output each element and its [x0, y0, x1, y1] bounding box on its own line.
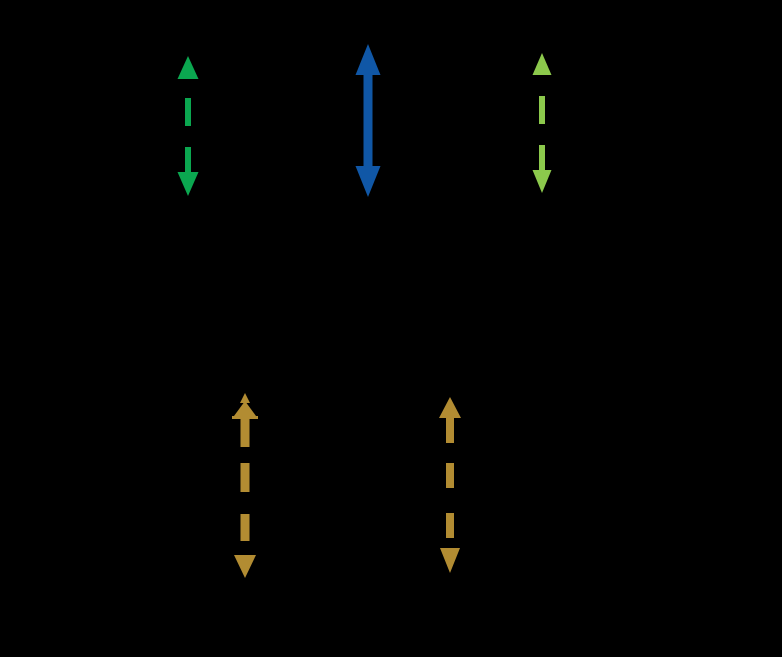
double-arrow-green-dashed [177, 56, 199, 196]
double-arrow-lightgreen-dashed [532, 53, 552, 193]
double-arrow-tan-dashed-left-polygon [240, 393, 250, 403]
double-arrow-tan-dashed-left-polygon [234, 555, 256, 578]
double-arrow-tan-dashed-right-polygon [439, 397, 461, 418]
double-arrow-lightgreen-dashed-polygon [532, 170, 552, 193]
double-arrow-blue-solid-polygon [355, 44, 381, 75]
double-arrow-blue-solid-polygon [355, 166, 381, 197]
double-arrow-tan-dashed-right-rect [446, 463, 454, 488]
double-arrow-blue-solid [355, 44, 381, 197]
double-arrow-lightgreen-dashed-rect [539, 145, 545, 170]
double-arrow-green-dashed-rect [185, 147, 191, 172]
double-arrow-tan-dashed-left-rect [240, 463, 250, 492]
double-arrow-lightgreen-dashed-rect [539, 96, 545, 124]
double-arrow-tan-dashed-right-polygon [440, 548, 460, 573]
double-arrow-tan-dashed-right [439, 397, 461, 573]
double-arrow-green-dashed-rect [185, 98, 191, 126]
double-arrow-tan-dashed-left [232, 393, 258, 578]
double-arrow-tan-dashed-left-rect [240, 419, 250, 447]
double-arrow-tan-dashed-right-rect [446, 513, 454, 538]
double-arrow-blue-solid-rect [363, 74, 373, 167]
double-arrow-green-dashed-polygon [177, 56, 199, 79]
double-arrow-tan-dashed-left-rect [232, 416, 258, 419]
double-arrow-tan-dashed-right-rect [446, 417, 454, 443]
double-arrow-tan-dashed-left-polygon [234, 401, 256, 416]
double-arrow-tan-dashed-left-rect [240, 514, 250, 541]
double-arrow-green-dashed-polygon [177, 172, 199, 196]
double-arrow-lightgreen-dashed-polygon [532, 53, 552, 75]
